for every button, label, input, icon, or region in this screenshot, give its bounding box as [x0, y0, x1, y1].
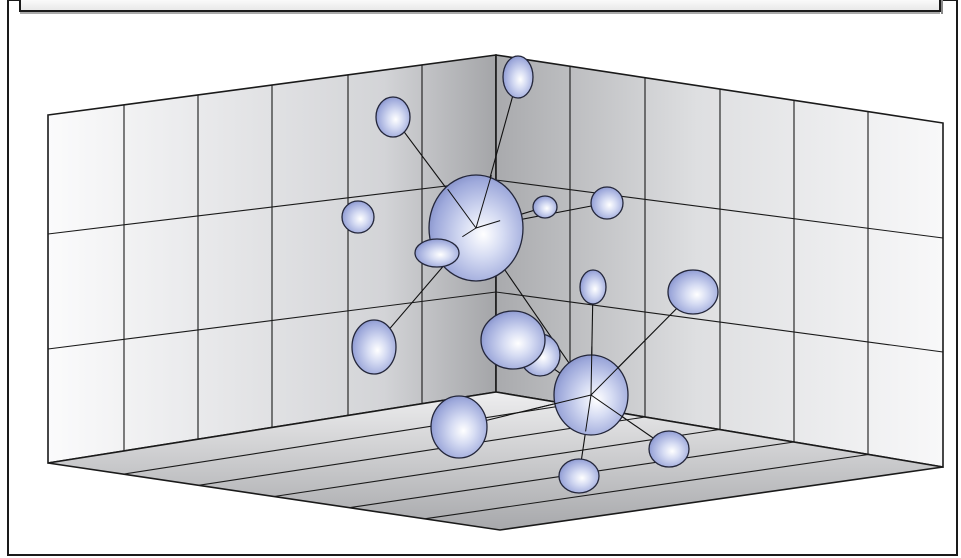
node-sphere — [648, 430, 690, 468]
node-sphere — [590, 186, 624, 220]
connector-line — [462, 227, 477, 238]
grid-line — [47, 291, 944, 353]
connector-line — [475, 220, 501, 229]
node-sphere — [430, 395, 488, 459]
header-bar — [19, 0, 941, 12]
node-sphere — [414, 238, 460, 268]
floor-grid-line — [273, 428, 720, 498]
connector-line — [590, 346, 593, 396]
connector-line — [590, 394, 627, 420]
connector-line — [590, 348, 638, 396]
floor-grid-line — [424, 453, 869, 520]
connector-line — [531, 394, 592, 410]
node-sphere — [667, 269, 719, 315]
node-sphere — [558, 458, 600, 494]
connector-line — [585, 394, 592, 432]
spheres-group — [341, 55, 719, 494]
node-sphere — [532, 195, 558, 219]
connector-line — [447, 188, 477, 229]
node-sphere — [502, 55, 534, 99]
node-sphere — [351, 319, 397, 375]
node-sphere — [579, 269, 607, 305]
node-sphere — [375, 96, 411, 138]
node-sphere — [341, 200, 375, 234]
node-sphere — [480, 310, 546, 370]
floor-grid-line — [123, 403, 571, 475]
connector-line — [475, 175, 492, 229]
